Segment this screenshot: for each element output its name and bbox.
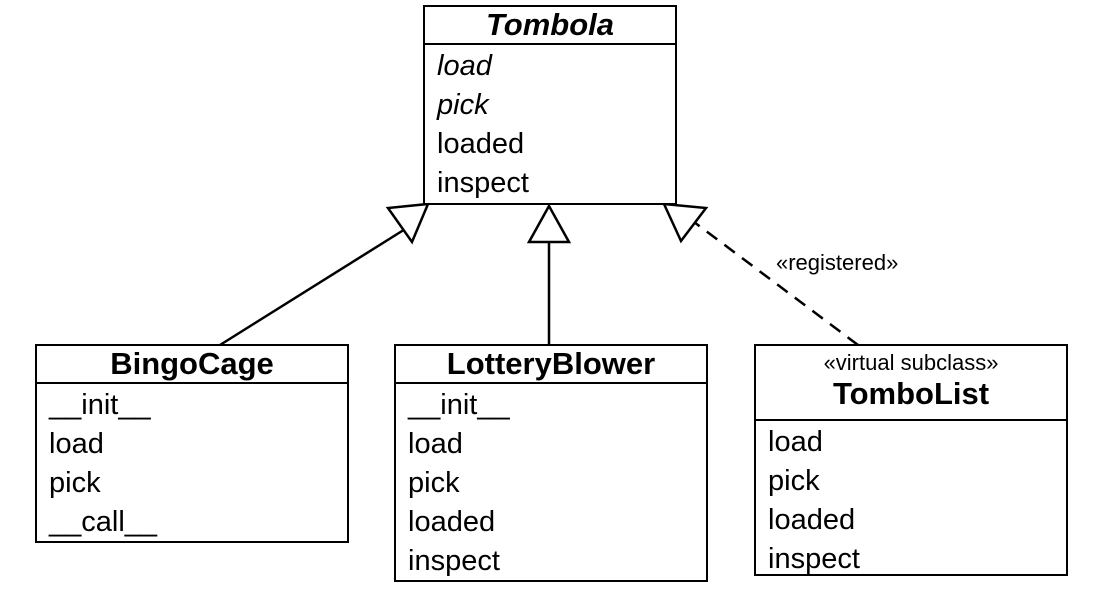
inheritance-arrowhead-lotteryblower	[526, 203, 572, 244]
class-tombola-methods: load pick loaded inspect	[425, 45, 675, 203]
method-init: __init__	[49, 389, 151, 421]
method-pick: pick	[49, 467, 101, 499]
method-loaded: loaded	[768, 504, 856, 536]
inheritance-arrowhead-tombolist	[661, 202, 709, 244]
class-bingocage-name: BingoCage	[37, 346, 347, 384]
method-load: load	[49, 428, 104, 460]
method-pick: pick	[437, 89, 489, 121]
class-bingocage: BingoCage __init__ load pick __call__	[35, 344, 349, 543]
method-inspect: inspect	[437, 167, 529, 199]
method-loaded: loaded	[437, 128, 525, 160]
class-tombola: Tombola load pick loaded inspect	[423, 5, 677, 205]
method-inspect: inspect	[408, 545, 500, 577]
method-inspect: inspect	[768, 543, 860, 575]
method-call: __call__	[49, 506, 158, 538]
edge-bingocage-to-tombola	[219, 219, 419, 347]
class-tombolist: «virtual subclass» TomboList load pick l…	[754, 344, 1068, 576]
class-tombolist-methods: load pick loaded inspect	[756, 421, 1066, 579]
method-init: __init__	[408, 389, 510, 421]
stereotype-label: «virtual subclass»	[823, 350, 999, 375]
class-lotteryblower-methods: __init__ load pick loaded inspect	[396, 384, 706, 581]
inheritance-arrowhead-bingocage	[385, 202, 430, 245]
method-pick: pick	[768, 465, 820, 497]
class-lotteryblower: LotteryBlower __init__ load pick loaded …	[394, 344, 708, 582]
class-tombola-name: Tombola	[425, 7, 675, 45]
class-lotteryblower-name: LotteryBlower	[396, 346, 706, 384]
method-load: load	[408, 428, 463, 460]
method-pick: pick	[408, 467, 460, 499]
registered-label: «registered»	[776, 250, 899, 275]
edge-tombolist-to-tombola	[693, 221, 859, 346]
method-load: load	[768, 426, 823, 458]
method-load: load	[437, 50, 492, 82]
class-tombolist-name: TomboList	[832, 376, 990, 411]
method-loaded: loaded	[408, 506, 496, 538]
class-bingocage-methods: __init__ load pick __call__	[37, 384, 347, 542]
class-tombolist-header: «virtual subclass» TomboList	[756, 346, 1066, 421]
